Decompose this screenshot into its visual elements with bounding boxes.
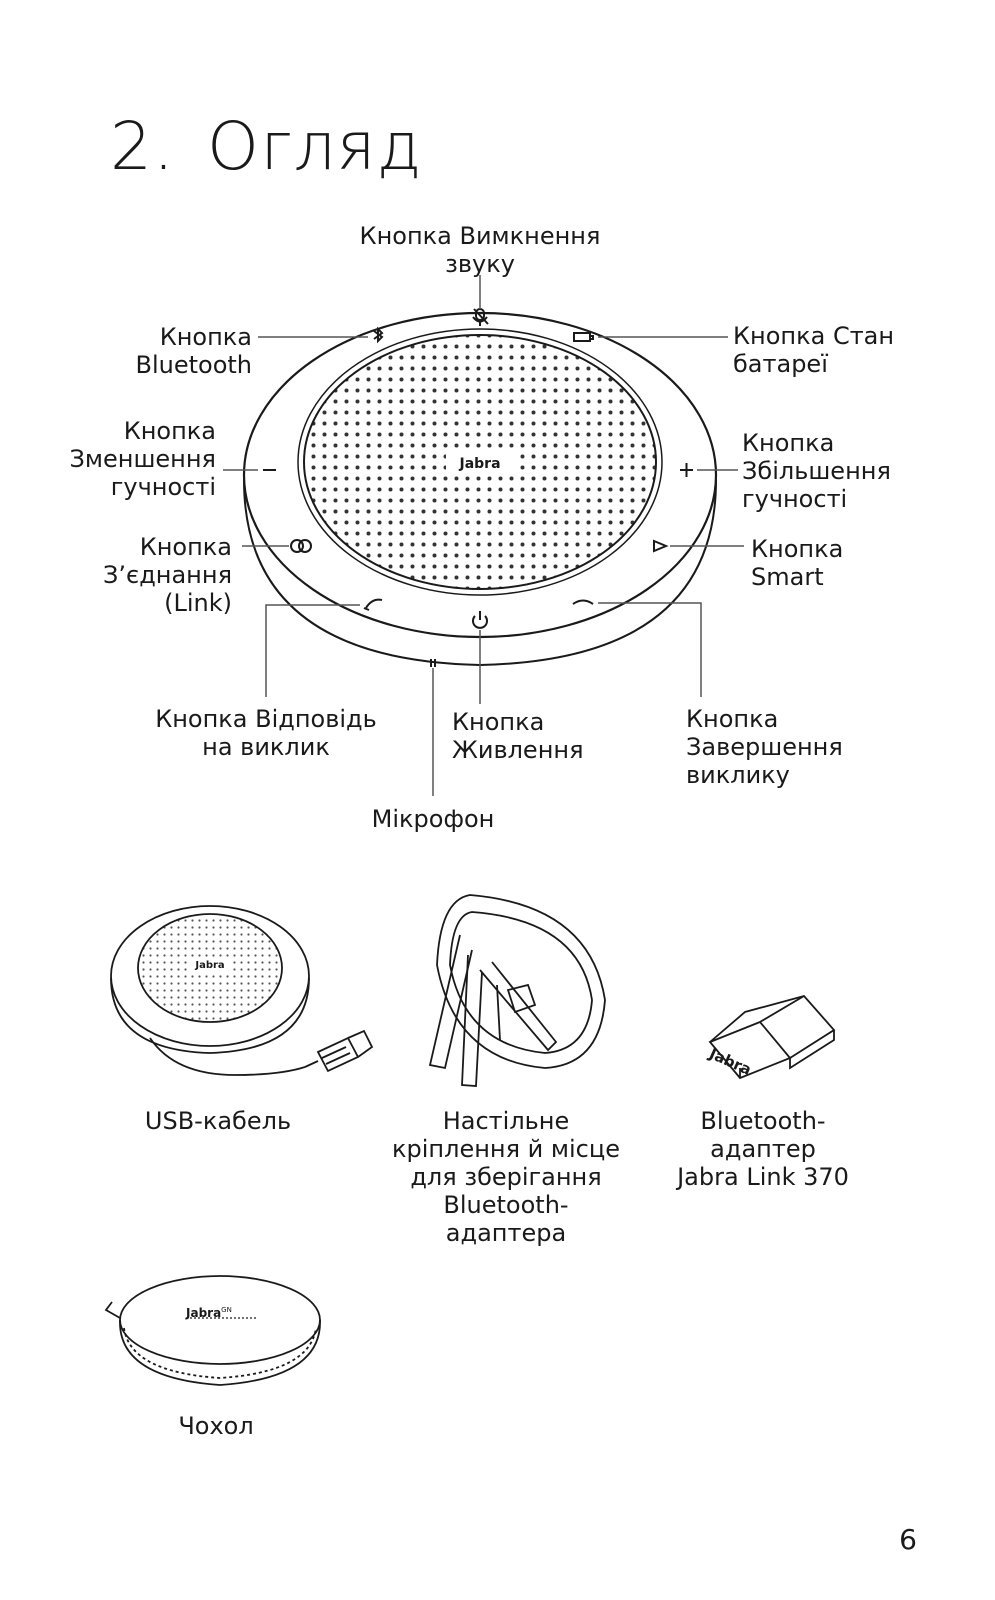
battery-icon — [573, 332, 594, 342]
caption-stand-line5: адаптера — [445, 1219, 567, 1247]
callout-volume-up-line2: Збільшення — [742, 457, 891, 485]
callout-leaders — [223, 275, 744, 796]
stand-illustration — [428, 894, 606, 1087]
callout-end-call: Кнопка Завершення виклику — [686, 705, 843, 789]
small-speaker-logo: Jabra — [195, 960, 225, 971]
caption-adapter-line2: адаптер — [710, 1135, 816, 1163]
callout-microphone: Мікрофон — [371, 805, 495, 833]
caption-adapter-line1: Bluetooth- — [700, 1107, 826, 1135]
callout-answer-line2: на виклик — [202, 733, 330, 761]
caption-usb-line1: USB-кабель — [144, 1107, 292, 1135]
microphone-icon — [430, 659, 436, 667]
section-number: 2. — [110, 108, 175, 185]
callout-bluetooth-line2: Bluetooth — [135, 351, 252, 379]
callout-volume-down: Кнопка Зменшення гучності — [20, 417, 217, 501]
callout-answer-line1: Кнопка Відповідь — [155, 705, 377, 733]
caption-stand: Настільне кріплення й місце для зберіган… — [372, 1107, 640, 1247]
callout-volume-up-line3: гучності — [742, 485, 848, 513]
callout-volume-down-line3: гучності — [110, 473, 216, 501]
page-title: 2. Огляд — [110, 108, 422, 185]
callout-link-line1: Кнопка — [139, 533, 232, 561]
caption-adapter: Bluetooth- адаптер Jabra Link 370 — [660, 1107, 866, 1191]
caption-pouch-line1: Чохол — [178, 1412, 254, 1440]
pouch-logo-sup: GN — [221, 1306, 232, 1314]
callout-battery-line2: батареї — [733, 350, 828, 378]
callout-smart-line2: Smart — [751, 563, 824, 591]
pouch-logo-text: Jabra — [186, 1306, 222, 1320]
callout-end-call-line1: Кнопка — [686, 705, 779, 733]
callout-end-call-line2: Завершення — [686, 733, 843, 761]
smart-icon — [653, 539, 669, 553]
callout-bluetooth-line1: Кнопка — [159, 323, 252, 351]
callout-mute: Кнопка Вимкнення звуку — [330, 222, 630, 278]
caption-stand-line1: Настільне — [442, 1107, 570, 1135]
answer-call-icon — [363, 598, 383, 611]
caption-stand-line3: для зберігання — [410, 1163, 602, 1191]
caption-pouch: Чохол — [150, 1412, 282, 1440]
callout-link: Кнопка З’єднання (Link) — [40, 533, 232, 617]
callout-link-line3: (Link) — [164, 589, 232, 617]
callout-link-line2: З’єднання — [103, 561, 232, 589]
usb-cable-illustration — [110, 905, 374, 1076]
end-call-icon — [572, 599, 594, 605]
caption-adapter-line3: Jabra Link 370 — [677, 1163, 849, 1191]
callout-power-line1: Кнопка — [452, 708, 545, 736]
callout-volume-up: Кнопка Збільшення гучності — [742, 429, 891, 513]
pouch-logo: JabraGN — [186, 1296, 232, 1327]
callout-volume-down-line1: Кнопка — [123, 417, 216, 445]
bluetooth-icon — [373, 326, 384, 344]
link-icon — [290, 539, 312, 553]
callout-end-call-line3: виклику — [686, 761, 790, 789]
pouch-illustration — [104, 1275, 321, 1386]
section-title: Огляд — [206, 108, 423, 185]
callout-bluetooth: Кнопка Bluetooth — [60, 323, 252, 379]
speaker-logo: Jabra — [459, 456, 501, 472]
speaker-logo-plate — [446, 451, 514, 475]
callout-smart: Кнопка Smart — [751, 535, 843, 591]
callout-battery-line1: Кнопка Стан — [733, 322, 895, 350]
caption-stand-line2: кріплення й місце — [392, 1135, 620, 1163]
callout-battery: Кнопка Стан батареї — [733, 322, 894, 378]
callout-mute-line1: Кнопка Вимкнення — [359, 222, 601, 250]
callout-volume-down-line2: Зменшення — [69, 445, 217, 473]
page-number: 6 — [899, 1523, 917, 1556]
volume-up-icon — [680, 463, 693, 477]
caption-stand-line4: Bluetooth- — [443, 1191, 569, 1219]
callout-answer: Кнопка Відповідь на виклик — [140, 705, 392, 761]
callout-volume-up-line1: Кнопка — [742, 429, 835, 457]
callout-power: Кнопка Живлення — [452, 708, 584, 764]
callout-smart-line1: Кнопка — [751, 535, 844, 563]
adapter-illustration — [708, 994, 836, 1080]
caption-usb-cable: USB-кабель — [100, 1107, 336, 1135]
callout-mute-line2: звуку — [445, 250, 515, 278]
power-icon — [472, 611, 488, 629]
callout-power-line2: Живлення — [452, 736, 584, 764]
mute-icon — [472, 308, 489, 326]
